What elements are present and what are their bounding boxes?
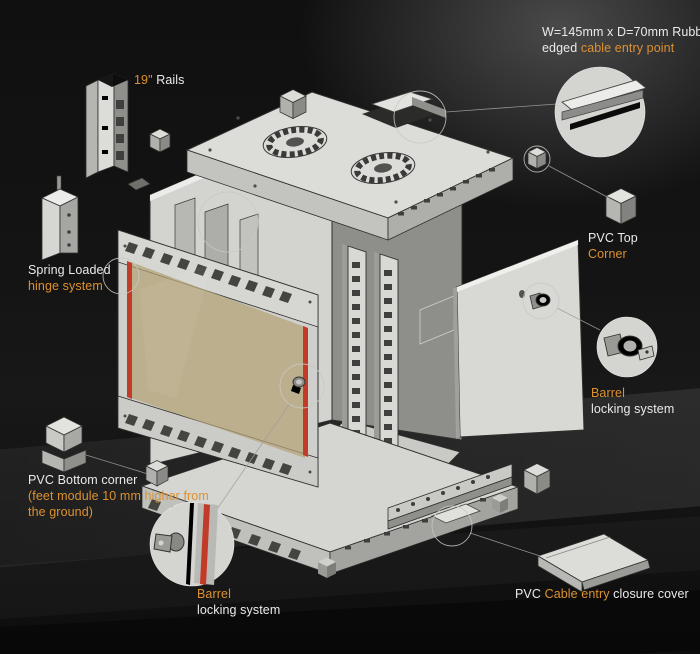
label-closure-line2-pvc: PVC xyxy=(515,587,545,601)
callout-circle-side-lock xyxy=(522,282,560,320)
label-pvc-top-corner: PVC Top Corner xyxy=(588,230,638,262)
detail-circle-barrel-lock-right xyxy=(596,316,658,378)
label-rubber-line2: edged cable entry point xyxy=(542,40,700,56)
label-pvc-top-line2: Corner xyxy=(588,247,627,261)
wall-bracket xyxy=(387,463,513,530)
label-19-rails-white: Rails xyxy=(152,73,185,87)
cooling-fan-right xyxy=(350,151,416,185)
pvc-bottom-corner-piece xyxy=(41,416,87,473)
label-barrel-right-line1: Barrel xyxy=(591,386,625,400)
label-closure-line2-white: closure cover xyxy=(609,587,689,601)
label-barrel-lock-bottom: Barrel locking system xyxy=(197,586,280,618)
rack-mounting-rails xyxy=(342,244,399,469)
callout-circle-rails xyxy=(197,191,259,253)
callout-circle-door-lock xyxy=(279,363,325,409)
label-19-rails: 19" Rails xyxy=(134,72,185,88)
callout-circle-hinge xyxy=(102,257,140,295)
closure-cover-piece xyxy=(536,533,651,593)
cable-entry-cutout xyxy=(362,91,446,128)
rail-piece-19in xyxy=(85,73,129,179)
label-rubber-line2-white: edged xyxy=(542,41,581,55)
pvc-top-corner-piece xyxy=(605,188,637,225)
label-rubber-cable-entry: W=145mm x D=70mm Rubber edged cable entr… xyxy=(542,24,700,56)
label-closure-line2-orange: Cable entry xyxy=(544,587,610,601)
label-rubber-line1: W=145mm x D=70mm Rubber xyxy=(542,25,700,39)
label-pvc-bottom-corner: PVC Bottom corner (feet module 10 mm hig… xyxy=(28,472,209,520)
door-lock xyxy=(291,376,306,394)
door-gasket-left xyxy=(127,261,132,399)
callout-circle-top-corner xyxy=(523,145,551,173)
label-barrel-lock-right: Barrel locking system xyxy=(591,385,674,417)
door-hinge-bracket xyxy=(127,177,151,191)
side-panel xyxy=(453,239,585,439)
base-cable-entry xyxy=(430,503,482,524)
label-closure-cover: PVC Cable entry closure cover xyxy=(515,586,689,602)
callout-circle-cable-entry xyxy=(393,90,447,144)
glass-panel xyxy=(131,262,305,458)
label-rubber-line2-orange: cable entry point xyxy=(580,41,675,55)
detached-feet xyxy=(145,460,551,495)
top-cover xyxy=(185,91,515,241)
label-19-rails-orange: 19" xyxy=(134,73,153,87)
label-pvc-top-line1: PVC Top xyxy=(588,231,638,245)
detail-circle-rubber-profile xyxy=(554,66,647,158)
label-closure-line2: PVC Cable entry closure cover xyxy=(515,586,689,602)
label-barrel-right-line2: locking system xyxy=(591,402,675,416)
leader-lines xyxy=(85,103,610,557)
front-glass-door xyxy=(117,177,319,488)
callout-circle-base-entry xyxy=(431,505,473,547)
pvc-corner-cubes xyxy=(149,89,547,170)
callout-circles xyxy=(102,90,560,547)
label-spring-line2: hinge system xyxy=(28,279,103,293)
label-pvc-bottom-line2: (feet module 10 mm higher from xyxy=(28,489,209,503)
label-pvc-bottom-line1: PVC Bottom corner xyxy=(28,473,138,487)
side-panel-lock xyxy=(529,292,551,310)
label-spring-hinge: Spring Loaded hinge system xyxy=(28,262,111,294)
door-gasket-right xyxy=(303,326,308,457)
detail-circle-barrel-lock-bottom xyxy=(149,501,235,587)
label-spring-line1: Spring Loaded xyxy=(28,263,111,277)
cooling-fan-left xyxy=(262,125,328,159)
label-pvc-bottom-line3: the ground) xyxy=(28,505,94,519)
hinge-piece xyxy=(41,175,79,261)
label-barrel-bottom-line2: locking system xyxy=(197,603,281,617)
label-barrel-bottom-line1: Barrel xyxy=(197,587,231,601)
